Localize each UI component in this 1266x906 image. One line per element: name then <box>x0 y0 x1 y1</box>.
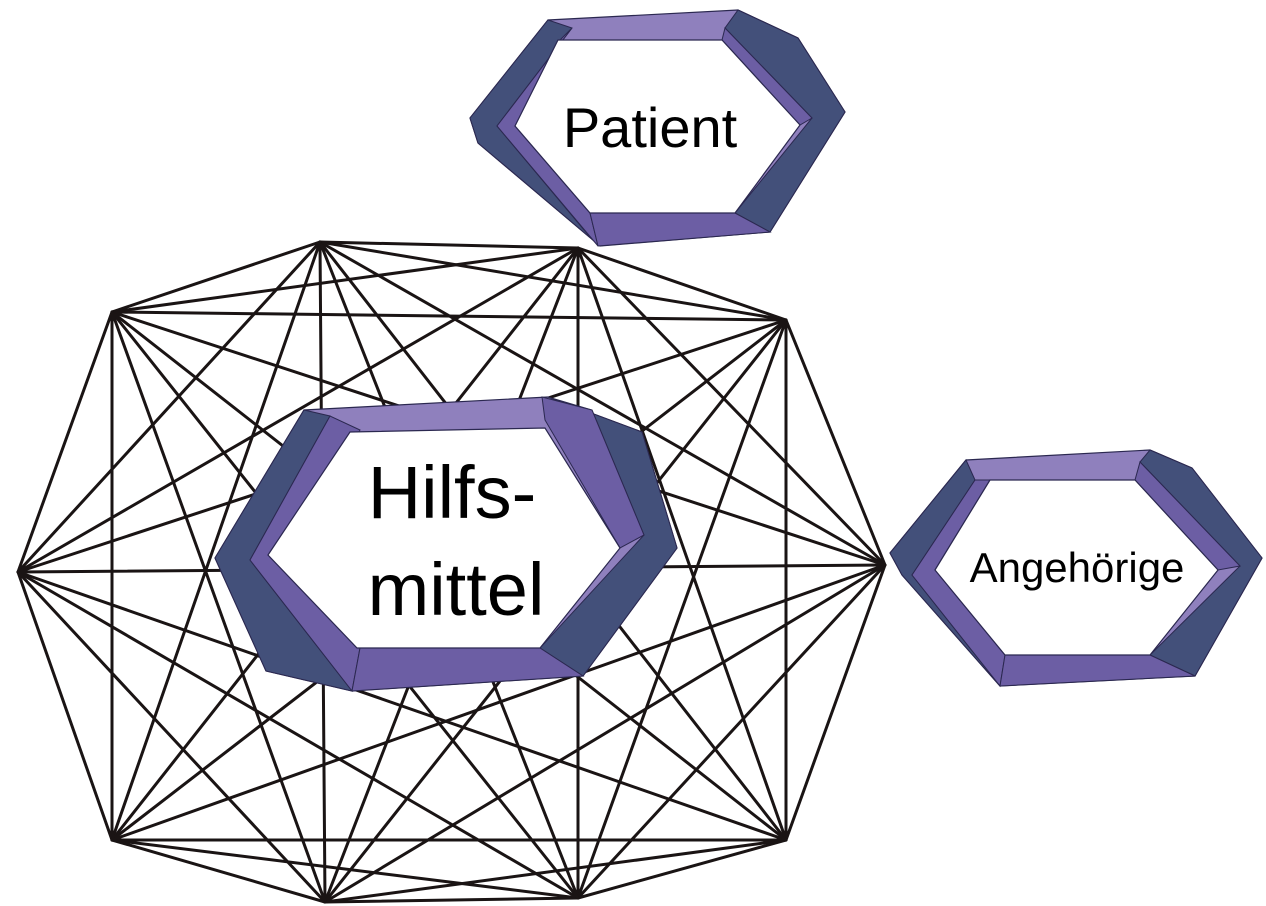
patient-inner-hexagon <box>514 39 801 214</box>
patient-label: Patient <box>563 96 738 159</box>
network-edge <box>16 570 788 842</box>
network-edge <box>16 240 322 574</box>
hilfsmittel-inner-hexagon <box>267 427 621 649</box>
patient-node: Patient <box>469 9 846 247</box>
hilfsmittel-label-line2: mittel <box>368 548 545 631</box>
network-edge <box>110 838 327 904</box>
network-edge <box>110 310 327 904</box>
network-edge <box>16 310 114 574</box>
network-edge <box>576 246 788 842</box>
network-edge <box>576 246 788 322</box>
network-edge <box>318 240 887 567</box>
network-edge <box>110 838 580 900</box>
network-edge <box>16 570 327 904</box>
network-edge <box>784 318 887 567</box>
hilfsmittel-frame-mid-right <box>541 396 645 549</box>
angehoerige-inner-hexagon <box>934 479 1219 656</box>
angehoerige-label: Angehörige <box>970 544 1185 591</box>
network-edge <box>110 240 322 842</box>
network-edge <box>576 838 788 900</box>
network-edge <box>110 240 322 314</box>
network-edge <box>323 896 580 904</box>
network-edge <box>110 246 580 314</box>
network-edge <box>16 570 114 842</box>
network-edge <box>784 563 887 842</box>
network-edge <box>576 563 887 900</box>
hilfsmittel-node: Hilfs- mittel <box>214 396 678 693</box>
network-edge <box>110 563 887 842</box>
patient-frame-mid-bottom <box>589 212 772 247</box>
network-edge <box>576 318 788 900</box>
network-edge <box>576 246 887 567</box>
network-edge <box>110 310 788 322</box>
network-edge <box>318 240 580 250</box>
angehoerige-node: Angehörige <box>889 449 1263 688</box>
network-edge <box>323 563 887 904</box>
hilfsmittel-label-line1: Hilfs- <box>368 451 537 534</box>
